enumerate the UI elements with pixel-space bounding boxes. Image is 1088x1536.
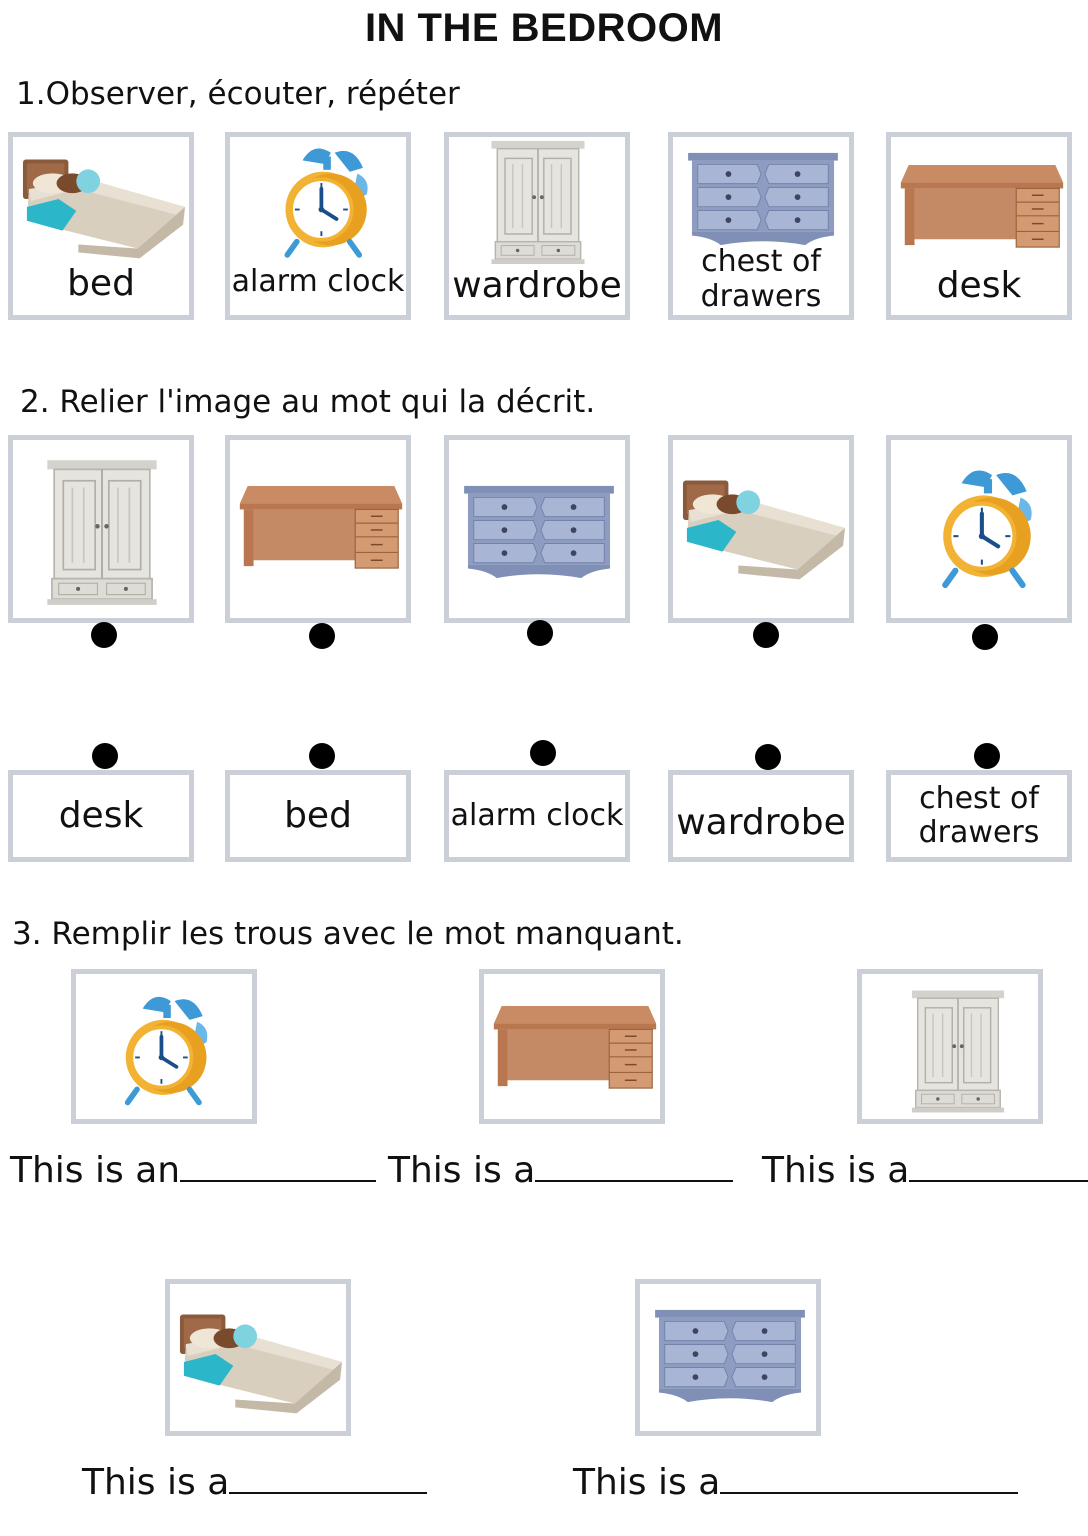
vocab-card-alarm-clock: alarm clock — [225, 132, 411, 320]
vocab-label-alarm-clock: alarm clock — [231, 264, 405, 299]
vocab-card-bed: bed — [8, 132, 194, 320]
chest-of-drawers-icon — [461, 484, 617, 580]
match-dot-word-5[interactable] — [974, 743, 1000, 769]
match-word-2: bed — [284, 795, 352, 837]
fill-prompt-4: This is a — [82, 1462, 230, 1503]
fill-prompt-3: This is a — [762, 1150, 910, 1191]
section2-heading: 2. Relier l'image au mot qui la décrit. — [20, 384, 596, 420]
match-word-box-2: bed — [225, 770, 411, 862]
match-word-box-4: wardrobe — [668, 770, 854, 862]
wardrobe-icon — [489, 139, 587, 265]
match-image-card-2 — [225, 435, 411, 623]
fill-prompt-5: This is a — [573, 1462, 721, 1503]
fill-image-card-4 — [165, 1279, 351, 1436]
match-image-card-1 — [8, 435, 194, 623]
section3-heading: 3. Remplir les trous avec le mot manquan… — [12, 916, 684, 952]
section1-heading: 1.Observer, écouter, répéter — [16, 76, 460, 112]
desk-icon — [236, 484, 406, 572]
fill-image-card-3 — [857, 969, 1043, 1124]
fill-blank-4[interactable] — [229, 1462, 428, 1494]
match-image-card-4 — [668, 435, 854, 623]
bed-icon — [679, 470, 847, 580]
bed-icon — [19, 149, 187, 259]
vocab-label-chest-of-drawers: chest of drawers — [700, 244, 822, 314]
match-word-box-5: chest of drawers — [886, 770, 1072, 862]
match-dot-image-3[interactable] — [527, 620, 553, 646]
alarm-clock-icon — [276, 139, 380, 263]
match-word-4: wardrobe — [676, 802, 846, 844]
match-image-card-3 — [444, 435, 630, 623]
alarm-clock-icon — [933, 460, 1045, 594]
bed-icon — [176, 1304, 344, 1414]
desk-icon — [897, 163, 1067, 251]
match-word-box-3: alarm clock — [444, 770, 630, 862]
match-dot-image-4[interactable] — [753, 622, 779, 648]
fill-sentence-5: This is a — [573, 1462, 1019, 1503]
match-dot-word-3[interactable] — [530, 740, 556, 766]
fill-image-card-5 — [635, 1279, 821, 1436]
match-word-5: chest of drawers — [918, 780, 1040, 850]
fill-blank-1[interactable] — [180, 1150, 377, 1182]
vocab-label-desk: desk — [936, 265, 1022, 306]
vocab-label-wardrobe: wardrobe — [452, 265, 622, 306]
wardrobe-icon — [910, 984, 1006, 1118]
fill-prompt-2: This is a — [388, 1150, 536, 1191]
match-dot-image-5[interactable] — [972, 624, 998, 650]
match-dot-word-2[interactable] — [309, 743, 335, 769]
match-word-box-1: desk — [8, 770, 194, 862]
alarm-clock-icon — [116, 988, 220, 1110]
fill-sentence-2: This is a — [388, 1150, 734, 1191]
match-dot-word-1[interactable] — [92, 743, 118, 769]
fill-blank-5[interactable] — [720, 1462, 1019, 1494]
match-dot-image-2[interactable] — [309, 623, 335, 649]
fill-sentence-3: This is a — [762, 1150, 1088, 1191]
vocab-label-bed: bed — [67, 263, 135, 304]
desk-icon — [490, 1004, 660, 1092]
fill-blank-2[interactable] — [535, 1150, 734, 1182]
page-title: IN THE BEDROOM — [364, 6, 724, 50]
match-word-3: alarm clock — [450, 797, 624, 833]
fill-sentence-4: This is a — [82, 1462, 428, 1503]
match-image-card-5 — [886, 435, 1072, 623]
match-dot-image-1[interactable] — [91, 622, 117, 648]
wardrobe-icon — [43, 458, 161, 606]
vocab-card-desk: desk — [886, 132, 1072, 320]
match-dot-word-4[interactable] — [755, 744, 781, 770]
vocab-card-wardrobe: wardrobe — [444, 132, 630, 320]
vocab-card-chest-of-drawers: chest of drawers — [668, 132, 854, 320]
fill-image-card-2 — [479, 969, 665, 1124]
fill-prompt-1: This is an — [10, 1150, 181, 1191]
fill-blank-3[interactable] — [909, 1150, 1088, 1182]
fill-image-card-1 — [71, 969, 257, 1124]
match-word-1: desk — [58, 795, 144, 837]
fill-sentence-1: This is an — [10, 1150, 377, 1191]
chest-of-drawers-icon — [652, 1308, 808, 1404]
chest-of-drawers-icon — [685, 151, 841, 247]
